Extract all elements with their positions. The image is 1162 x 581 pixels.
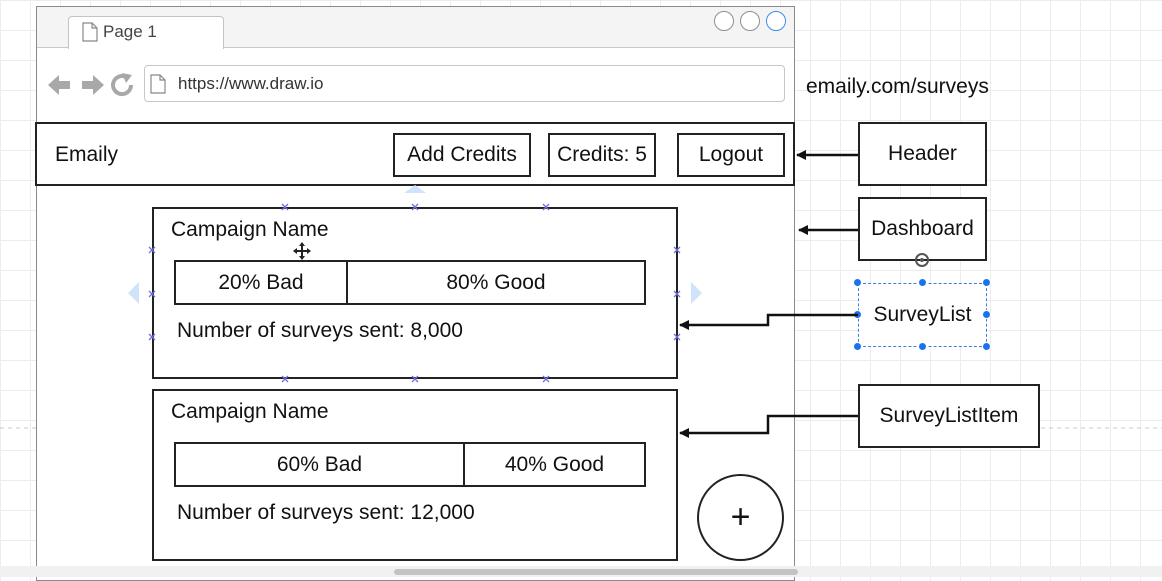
add-credits-button[interactable]: Add Credits <box>393 133 531 177</box>
resize-handle[interactable] <box>982 278 991 287</box>
window-maximize-icon[interactable] <box>740 11 760 31</box>
good-segment: 40% Good <box>504 452 605 476</box>
resize-handle[interactable] <box>853 278 862 287</box>
campaign-name-label: Campaign Name <box>171 400 329 423</box>
back-arrow-icon <box>48 75 70 95</box>
add-survey-fab[interactable]: + <box>697 474 784 561</box>
brand-label[interactable]: Emaily <box>55 143 119 166</box>
credits-badge: Credits: 5 <box>548 133 656 177</box>
resize-handle[interactable] <box>853 342 862 351</box>
address-bar-url: https://www.draw.io <box>178 74 324 93</box>
resize-handle[interactable] <box>918 342 927 351</box>
address-bar[interactable] <box>144 65 785 102</box>
hover-arrow-icon <box>128 282 139 304</box>
hover-arrow-icon <box>404 185 426 193</box>
bad-segment: 60% Bad <box>176 444 465 485</box>
resize-handle[interactable] <box>982 342 991 351</box>
component-header-label: Header <box>858 122 987 186</box>
hover-arrow-icon <box>691 282 702 304</box>
move-cursor-icon <box>293 242 311 260</box>
page-icon <box>82 22 98 42</box>
surveys-sent-label: Number of surveys sent: 12,000 <box>177 501 475 524</box>
browser-tab[interactable] <box>68 16 224 49</box>
component-dashboard-label: Dashboard <box>858 197 987 261</box>
route-label: emaily.com/surveys <box>806 75 989 98</box>
surveys-sent-label: Number of surveys sent: 8,000 <box>177 319 463 342</box>
bad-segment: 20% Bad <box>176 262 348 303</box>
good-segment: 80% Good <box>446 270 546 294</box>
rating-bar: 60% Bad 40% Good <box>174 442 646 487</box>
browser-nav-icons <box>48 73 134 97</box>
arrow-surveylist <box>679 313 858 330</box>
resize-handle[interactable] <box>918 278 927 287</box>
arrow-surveylistitem <box>679 414 858 438</box>
logout-button[interactable]: Logout <box>677 133 785 177</box>
component-surveylistitem-label: SurveyListItem <box>858 384 1040 448</box>
rotate-handle-icon[interactable] <box>913 251 931 269</box>
browser-tab-label: Page 1 <box>103 22 157 41</box>
scrollbar-thumb[interactable] <box>394 569 798 575</box>
component-surveylist-label[interactable]: SurveyList <box>858 283 987 347</box>
campaign-name-label: Campaign Name <box>171 218 329 241</box>
page-icon <box>150 74 166 94</box>
forward-arrow-icon <box>82 75 104 95</box>
window-minimize-icon[interactable] <box>714 11 734 31</box>
window-close-icon[interactable] <box>766 11 786 31</box>
resize-handle[interactable] <box>982 310 991 319</box>
rating-bar: 20% Bad 80% Good <box>174 260 646 305</box>
reload-icon <box>111 73 134 97</box>
selection-markers <box>148 203 681 383</box>
